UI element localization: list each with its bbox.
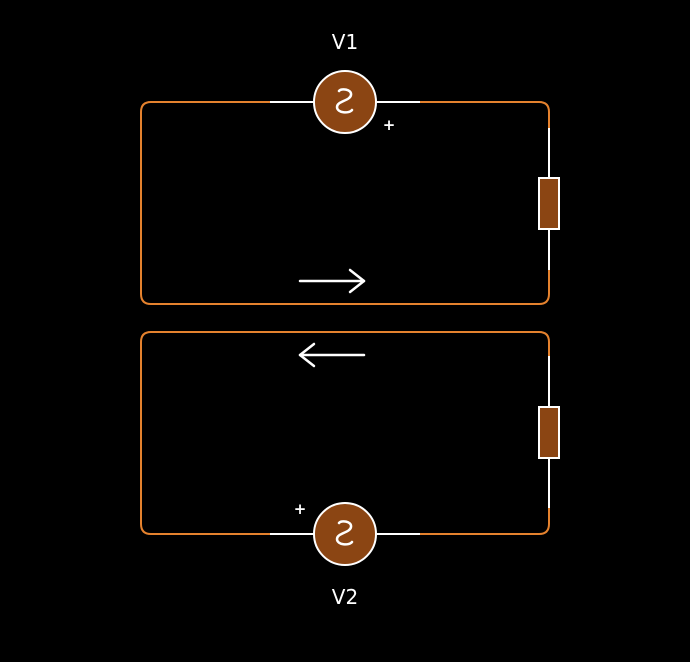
circuit-2-wire-right (420, 508, 550, 535)
polarity-plus-v1: + (382, 116, 396, 134)
circuit-1 (140, 70, 560, 305)
right-arrow-icon (298, 268, 366, 294)
circuit-1-wire (140, 101, 550, 305)
circuit-1-wire-right (420, 101, 550, 128)
ac-source-v1-icon (313, 70, 377, 134)
resistor-1-icon (538, 177, 560, 230)
left-arrow-icon (298, 342, 366, 368)
ac-source-v2-icon (313, 502, 377, 566)
resistor-2-icon (538, 406, 560, 459)
polarity-plus-v2: + (293, 500, 307, 518)
circuit-2-wire (140, 331, 550, 535)
source-label-v2: V2 (331, 585, 359, 609)
circuit-2 (140, 331, 560, 566)
source-label-v1: V1 (331, 30, 359, 54)
